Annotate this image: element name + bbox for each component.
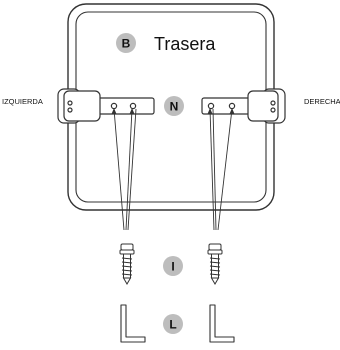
leader-lines (113, 108, 233, 231)
left-bracket (57, 88, 155, 124)
bracket-badge: N (164, 96, 184, 116)
panel-title: Trasera (154, 34, 216, 54)
left-bracket-label: IZQUIERDA (2, 97, 43, 106)
left-screw-icon (119, 243, 135, 285)
left-allen-key-icon (120, 304, 146, 343)
screw-badge: I (163, 256, 183, 276)
panel-badge-letter: B (122, 37, 131, 51)
allen-key-badge-letter: L (169, 318, 176, 332)
right-bracket (201, 88, 286, 124)
panel-badge: B (116, 33, 136, 53)
right-screw-icon (207, 243, 223, 285)
bracket-badge-letter: N (170, 100, 179, 114)
screw-badge-letter: I (171, 260, 174, 274)
allen-key-badge: L (163, 314, 183, 334)
right-allen-key-icon (209, 304, 235, 343)
right-bracket-label: DERECHA (304, 97, 340, 106)
leader-arrowheads (111, 108, 235, 114)
